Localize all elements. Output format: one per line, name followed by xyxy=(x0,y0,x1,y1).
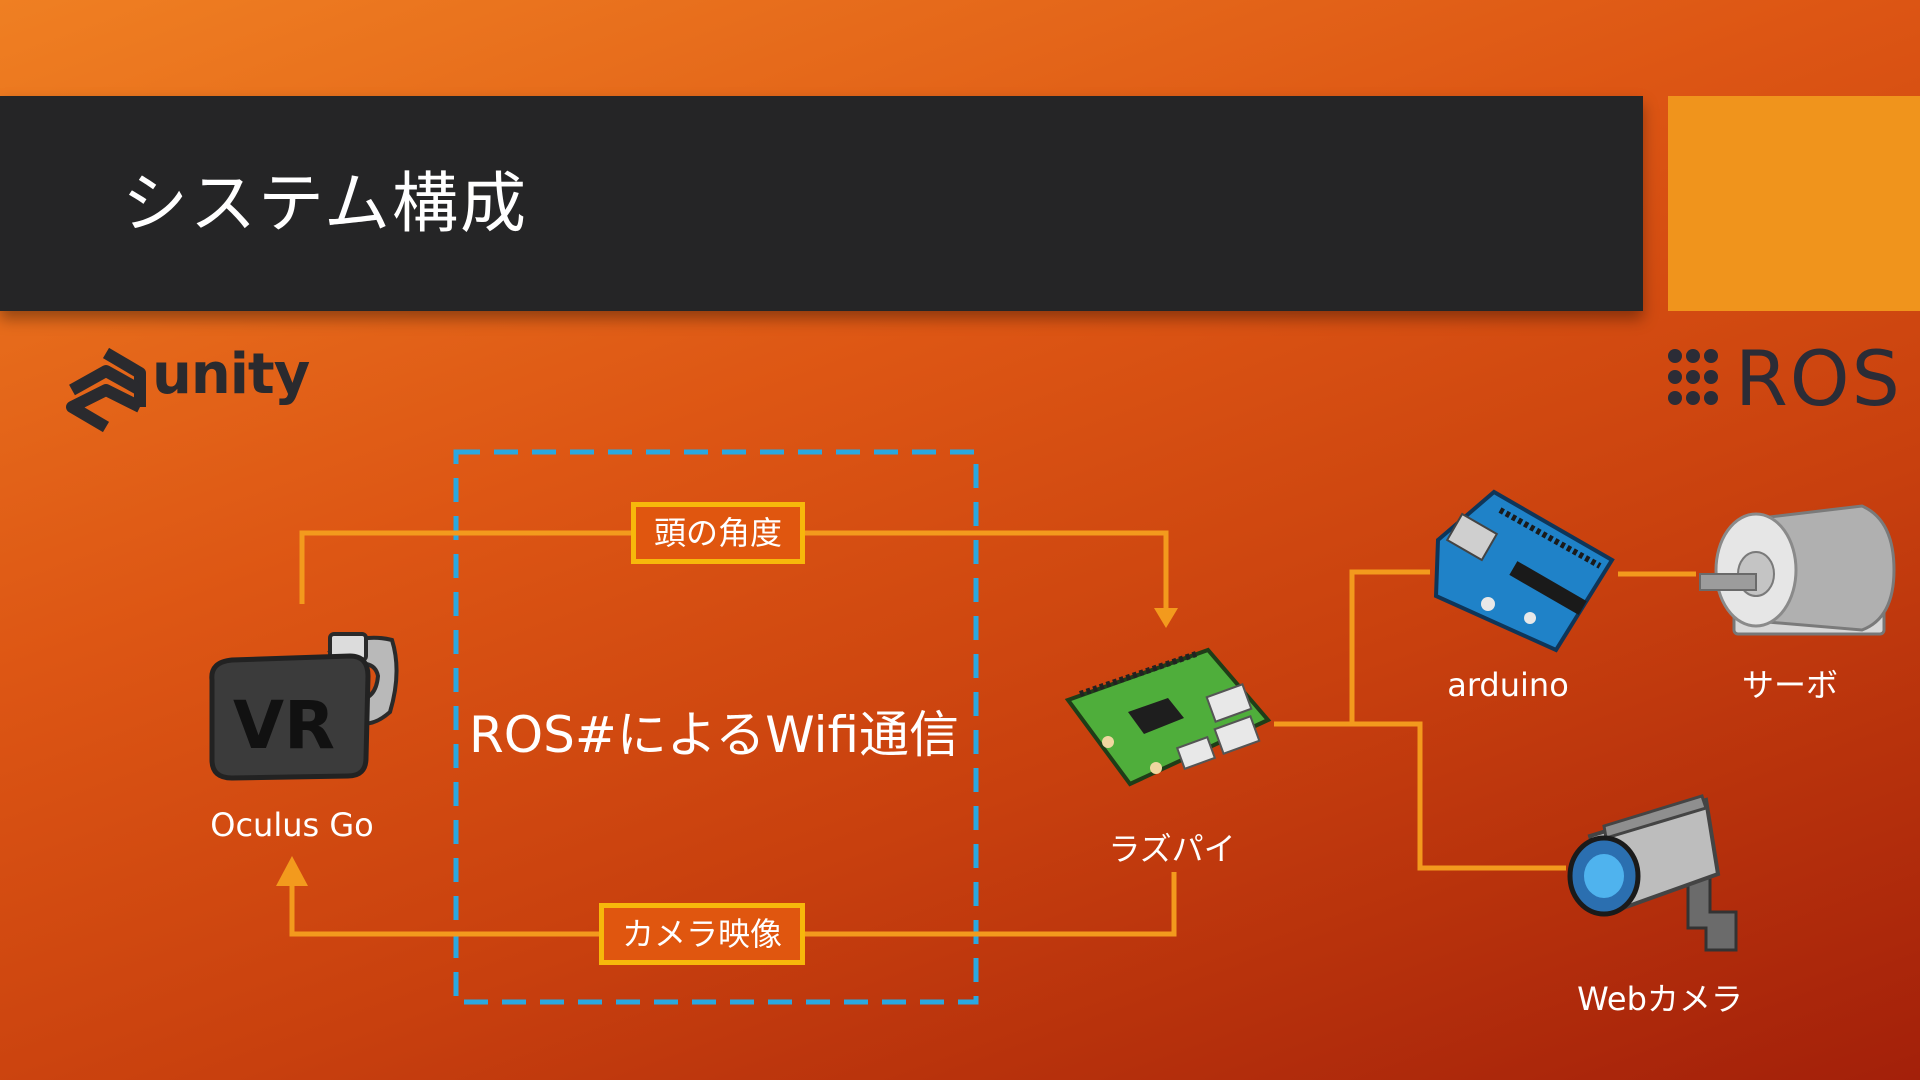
servo-label: サーボ xyxy=(1741,666,1839,704)
head-angle-label: 頭の角度 xyxy=(630,502,806,564)
title-bar: システム構成 xyxy=(0,96,1643,311)
vr-headset-icon: VR xyxy=(209,632,399,781)
raspberry-pi-board-icon xyxy=(1064,647,1272,787)
servo-motor-icon xyxy=(1699,504,1896,636)
unity-cube-icon xyxy=(66,347,146,433)
svg-text:VR: VR xyxy=(233,687,335,764)
wifi-region-box xyxy=(453,449,979,1005)
oculus-go-label: Oculus Go xyxy=(210,806,374,844)
ros-dots-icon xyxy=(1668,349,1718,405)
slide-title: システム構成 xyxy=(122,165,529,242)
wifi-network-label: ROS#によるWifi通信 xyxy=(469,706,959,764)
head-angle-arrow-icon xyxy=(1154,608,1178,628)
arduino-board-icon xyxy=(1433,489,1615,653)
unity-logo-text: unity xyxy=(152,342,310,407)
camera-video-label: カメラ映像 xyxy=(598,903,806,965)
raspi-label: ラズパイ xyxy=(1108,830,1236,868)
raspi-peripheral-connectors xyxy=(1274,569,1696,871)
webcam-label: Webカメラ xyxy=(1577,980,1743,1018)
web-camera-icon xyxy=(1567,794,1738,952)
arduino-label: arduino xyxy=(1447,666,1569,704)
title-accent-block xyxy=(1668,96,1920,311)
camera-video-arrow-icon xyxy=(276,856,308,886)
ros-logo-text: ROS xyxy=(1735,334,1902,423)
